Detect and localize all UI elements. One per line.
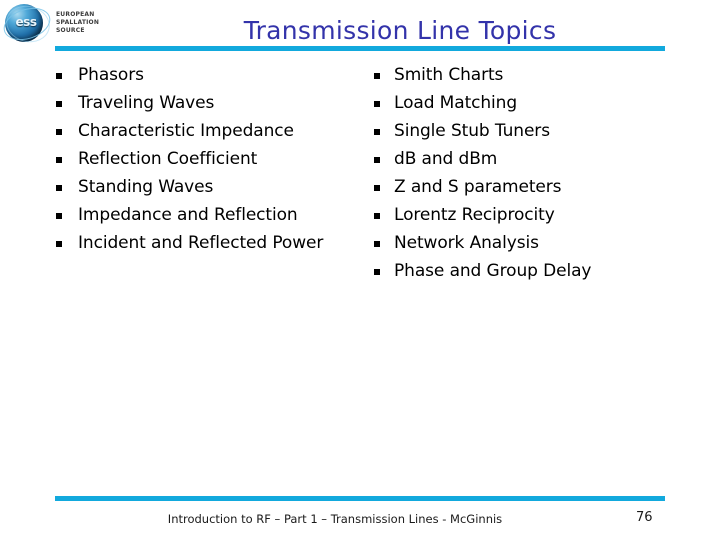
bullet-square-icon <box>52 232 78 255</box>
header-divider <box>55 46 665 51</box>
list-item: Traveling Waves <box>52 92 362 115</box>
list-item-label: Characteristic Impedance <box>78 121 294 141</box>
bullet-square-icon <box>52 120 78 143</box>
list-item: Load Matching <box>368 92 698 115</box>
bullet-square-icon <box>52 176 78 199</box>
list-item-label: Z and S parameters <box>394 177 562 197</box>
page-number: 76 <box>636 510 653 525</box>
logo-sphere-shape <box>5 4 43 42</box>
list-item: Phase and Group Delay <box>368 260 698 283</box>
list-item-label: Single Stub Tuners <box>394 121 550 141</box>
page-title: Transmission Line Topics <box>243 16 557 45</box>
logo-org-line-1: EUROPEAN <box>56 11 95 18</box>
list-item-label: Smith Charts <box>394 65 504 85</box>
list-item: Impedance and Reflection <box>52 204 362 227</box>
list-item: Single Stub Tuners <box>368 120 698 143</box>
list-item: Characteristic Impedance <box>52 120 362 143</box>
bullet-square-icon <box>368 92 394 115</box>
bullet-square-icon <box>368 260 394 283</box>
bullet-square-icon <box>368 204 394 227</box>
list-item-label: Reflection Coefficient <box>78 149 258 169</box>
bullet-square-icon <box>368 232 394 255</box>
ess-logo-sphere-icon: ess <box>0 1 55 47</box>
footer-caption: Introduction to RF – Part 1 – Transmissi… <box>167 512 503 526</box>
topic-list-left: Phasors Traveling Waves Characteristic I… <box>52 64 362 260</box>
list-item: Smith Charts <box>368 64 698 87</box>
list-item-label: Load Matching <box>394 93 518 113</box>
bullet-square-icon <box>368 64 394 87</box>
list-item-label: Standing Waves <box>78 177 214 197</box>
list-item-label: Phase and Group Delay <box>394 261 592 281</box>
list-item: Lorentz Reciprocity <box>368 204 698 227</box>
logo-ess-wordmark: ess <box>15 15 37 29</box>
list-item: Network Analysis <box>368 232 698 255</box>
list-item-label: Network Analysis <box>394 233 539 253</box>
list-item-label: Incident and Reflected Power <box>78 233 324 253</box>
logo-org-line-2: SPALLATION <box>56 19 100 26</box>
list-item-label: Phasors <box>78 65 144 85</box>
bullet-square-icon <box>52 148 78 171</box>
list-item: Standing Waves <box>52 176 362 199</box>
list-item-label: Lorentz Reciprocity <box>394 205 555 225</box>
logo-org-line-3: SOURCE <box>56 27 85 34</box>
bullet-square-icon <box>52 204 78 227</box>
list-item: Incident and Reflected Power <box>52 232 362 255</box>
bullet-square-icon <box>368 148 394 171</box>
bullet-square-icon <box>368 176 394 199</box>
list-item: Z and S parameters <box>368 176 698 199</box>
topic-list-right: Smith Charts Load Matching Single Stub T… <box>368 64 698 288</box>
bullet-square-icon <box>52 64 78 87</box>
list-item-label: dB and dBm <box>394 149 498 169</box>
list-item: Reflection Coefficient <box>52 148 362 171</box>
logo-org-name: EUROPEAN SPALLATION SOURCE <box>56 11 99 35</box>
list-item-label: Traveling Waves <box>78 93 215 113</box>
footer-divider <box>55 496 665 501</box>
bullet-square-icon <box>52 92 78 115</box>
bullet-square-icon <box>368 120 394 143</box>
list-item: dB and dBm <box>368 148 698 171</box>
list-item: Phasors <box>52 64 362 87</box>
list-item-label: Impedance and Reflection <box>78 205 298 225</box>
ess-logo: ess EUROPEAN SPALLATION SOURCE <box>0 1 162 47</box>
